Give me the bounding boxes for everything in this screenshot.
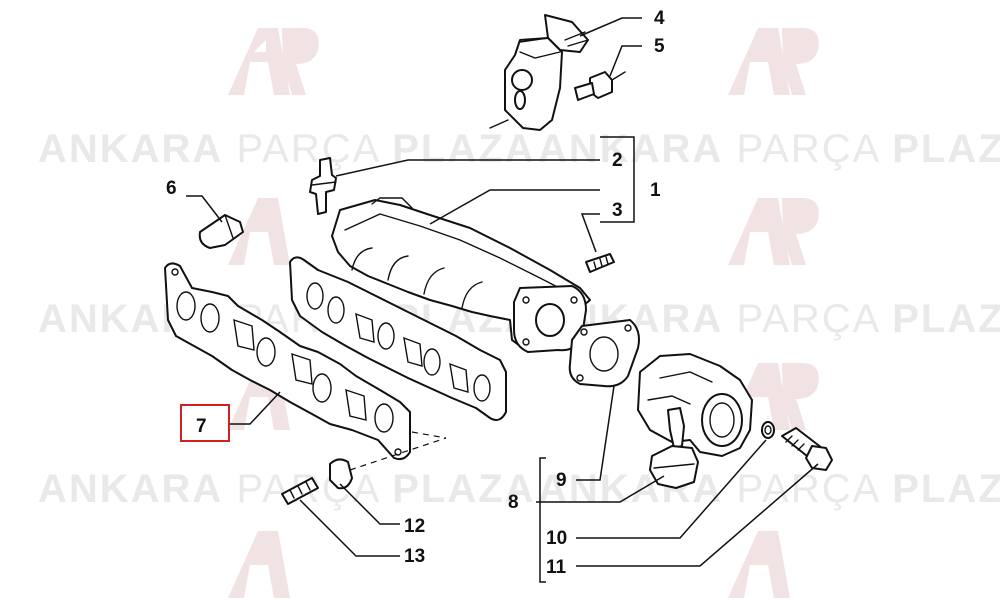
wm-word-plaza: PLAZA bbox=[392, 127, 535, 171]
callout-5[interactable]: 5 bbox=[654, 36, 665, 57]
callout-12[interactable]: 12 bbox=[404, 516, 425, 537]
wm-word-parca: PARÇA bbox=[736, 127, 879, 171]
wm-word-parca: PARÇA bbox=[736, 297, 879, 341]
wm-word-plaza: PLAZA bbox=[892, 297, 1000, 341]
callout-2[interactable]: 2 bbox=[612, 150, 623, 171]
callout-3[interactable]: 3 bbox=[612, 200, 623, 221]
wm-word-plaza: PLAZA bbox=[892, 467, 1000, 511]
part-9-flange-gasket[interactable] bbox=[568, 319, 640, 388]
highlight-box-7 bbox=[180, 404, 230, 442]
callout-8[interactable]: 8 bbox=[508, 492, 519, 513]
part-8-throttle-body[interactable] bbox=[637, 353, 753, 489]
wm-word-plaza: PLAZA bbox=[892, 127, 1000, 171]
wm-word-ankara: ANKARA bbox=[538, 127, 723, 171]
assembly-lines bbox=[349, 431, 447, 471]
part-12-plug[interactable] bbox=[329, 458, 353, 490]
callout-9[interactable]: 9 bbox=[556, 470, 567, 491]
part-4-sensor[interactable] bbox=[489, 14, 589, 131]
part-11-bolt[interactable] bbox=[781, 427, 833, 471]
callout-10[interactable]: 10 bbox=[546, 528, 567, 549]
callout-13[interactable]: 13 bbox=[404, 546, 425, 567]
part-1-intake-manifold[interactable] bbox=[289, 197, 591, 421]
part-2-stud[interactable] bbox=[309, 157, 337, 215]
callout-1[interactable]: 1 bbox=[650, 180, 661, 201]
part-13-stud[interactable] bbox=[281, 477, 319, 505]
svg-text:ANKARA PARÇA PLAZA: ANKARA PARÇA PLAZA bbox=[538, 127, 1000, 171]
callout-labels: 4 5 2 1 6 3 7 9 8 12 10 13 11 bbox=[166, 8, 665, 578]
callout-11[interactable]: 11 bbox=[546, 557, 567, 578]
part-6-cap[interactable] bbox=[198, 214, 244, 249]
svg-text:ANKARA PARÇA PLAZA: ANKARA PARÇA PLAZA bbox=[38, 127, 536, 171]
svg-text:ANKARA PARÇA PLAZA: ANKARA PARÇA PLAZA bbox=[538, 467, 1000, 511]
part-3-stud[interactable] bbox=[585, 253, 615, 273]
part-5-bolt[interactable] bbox=[574, 71, 626, 101]
callout-6[interactable]: 6 bbox=[166, 178, 177, 199]
svg-text:ANKARA PARÇA PLAZA: ANKARA PARÇA PLAZA bbox=[38, 467, 536, 511]
callout-7[interactable]: 7 bbox=[196, 416, 207, 437]
wm-word-ankara: ANKARA bbox=[38, 127, 223, 171]
part-10-washer[interactable] bbox=[761, 421, 775, 439]
wm-word-parca: PARÇA bbox=[236, 127, 379, 171]
callout-4[interactable]: 4 bbox=[654, 8, 665, 29]
wm-word-plaza: PLAZA bbox=[392, 467, 535, 511]
wm-word-ankara: ANKARA bbox=[38, 467, 223, 511]
leader-lines bbox=[186, 17, 819, 583]
part-7-gasket[interactable] bbox=[164, 262, 411, 461]
